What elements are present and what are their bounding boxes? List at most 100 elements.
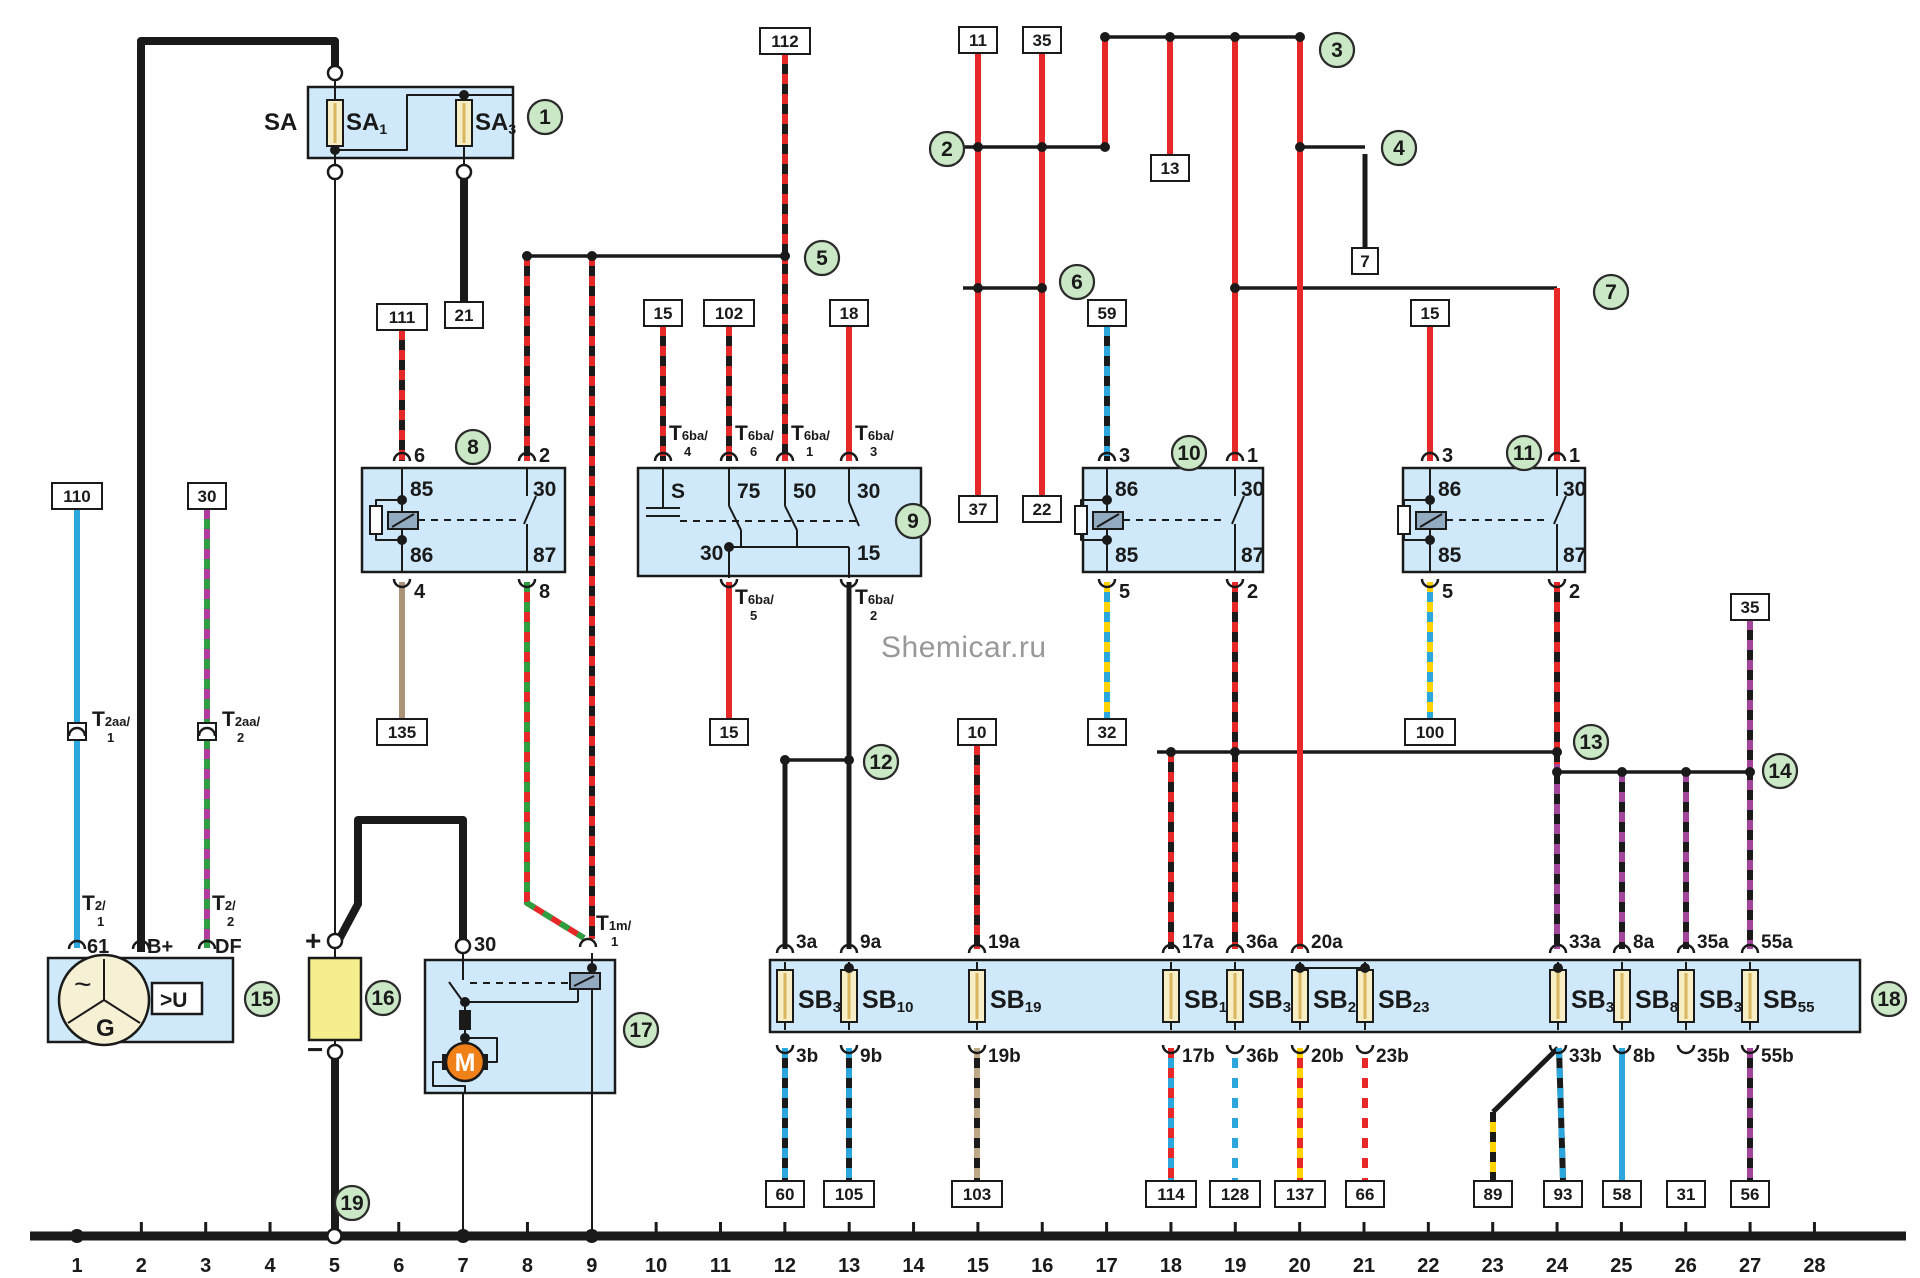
terminal-box-22: [1022, 495, 1062, 523]
callout-7: [1592, 273, 1630, 311]
sb-conn-label: 17a: [1182, 932, 1214, 953]
sb-conn-label: 35b: [1697, 1046, 1730, 1067]
relay-10-pin: 3: [1119, 445, 1130, 467]
terminal-box-label: 112: [771, 32, 798, 51]
relay-8-resistor: [369, 505, 383, 535]
pin-label: 30: [700, 542, 723, 565]
gen-spoke: [103, 999, 141, 1024]
inline-connector: [197, 722, 217, 741]
terminal-box-label: 35: [1033, 31, 1052, 50]
sb-conn-label: 9a: [860, 932, 882, 953]
callout-2: [928, 130, 966, 168]
sb-conn-label: 17b: [1182, 1046, 1215, 1067]
junction-node: [1230, 283, 1240, 293]
junction-node: [724, 542, 734, 552]
terminal-box-label: 11: [969, 31, 987, 50]
connector-arc: [653, 451, 673, 462]
ruler-number: 23: [1482, 1255, 1504, 1277]
terminal-box-30: [187, 482, 227, 510]
terminal-box-label: 103: [963, 1185, 991, 1204]
terminal-box-89: [1473, 1180, 1513, 1208]
callout-number: 19: [340, 1192, 363, 1215]
pin-label: 15: [857, 542, 881, 565]
callout-6: [1058, 263, 1096, 301]
ground-terminal: [326, 1227, 343, 1245]
junction-node: [587, 251, 597, 261]
terminal-circle: [326, 1043, 344, 1061]
pin-label: −: [307, 1034, 323, 1065]
terminal-box-18: [829, 299, 869, 327]
node: [1102, 535, 1112, 545]
sb-conn-label: 20b: [1311, 1046, 1344, 1067]
terminal-box-label: 15: [1421, 304, 1440, 323]
connector-arc: [1420, 578, 1440, 589]
relay-10-pin: 5: [1119, 581, 1130, 603]
terminal-box-37: [958, 495, 998, 523]
ruler-number: 7: [458, 1255, 469, 1277]
relay-11-coil-hatch: [1419, 513, 1443, 528]
junction-node: [1037, 142, 1047, 152]
terminal-box-13: [1150, 154, 1190, 182]
wire-thin: [432, 1061, 466, 1093]
ruler-number: 16: [1031, 1255, 1053, 1277]
sb-fuse-label: SB10: [862, 986, 913, 1016]
junction-node: [1360, 963, 1370, 973]
terminal-box-31: [1666, 1180, 1706, 1208]
sb-fuse-label: SB19: [990, 986, 1041, 1016]
connector-arc: [1097, 578, 1117, 589]
relay-11-inner: 87: [1563, 544, 1586, 567]
t-label: T2/: [212, 892, 236, 915]
relay-10-inner: 87: [1241, 544, 1264, 567]
starter-resistor: [459, 1010, 471, 1030]
ruler-number: 15: [967, 1255, 989, 1277]
gen-spoke: [67, 999, 105, 1024]
pin-label: 30: [474, 934, 496, 956]
relay-11-inner: 86: [1438, 478, 1461, 501]
relay-8-pin: 2: [539, 445, 550, 467]
node: [1102, 495, 1112, 505]
ruler-number: 3: [200, 1255, 211, 1277]
connector-arc: [1548, 943, 1568, 954]
junction-node: [1552, 767, 1562, 777]
terminal-box-label: 135: [388, 723, 416, 742]
callout-16: [364, 979, 402, 1017]
relay-10-inner: 85: [1115, 544, 1139, 567]
connector-arc: [1676, 943, 1696, 954]
connector-arc: [1225, 578, 1245, 589]
connector-arc: [775, 1044, 795, 1055]
junction-node: [1100, 32, 1110, 42]
junction-node: [1745, 767, 1755, 777]
connector-arc: [392, 578, 412, 589]
junction-node: [1295, 142, 1305, 152]
junction-node: [1037, 283, 1047, 293]
terminal-box-label: 35: [1741, 598, 1760, 617]
connector-arc: [1225, 451, 1245, 462]
connector-arc: [719, 451, 739, 462]
callout-number: 17: [629, 1019, 652, 1042]
terminal-box-label: 58: [1613, 1185, 1632, 1204]
t-label: T2/: [82, 892, 106, 915]
callout-number: 5: [816, 247, 828, 270]
connector-arc: [67, 939, 87, 950]
ruler-number: 12: [774, 1255, 796, 1277]
ruler-number: 24: [1546, 1255, 1569, 1277]
callout-number: 15: [250, 988, 274, 1011]
terminal-box-label: 137: [1286, 1185, 1314, 1204]
callout-number: 2: [941, 138, 953, 161]
connector-arc: [1547, 451, 1567, 462]
terminal-circle: [326, 163, 344, 181]
connector-arc: [1161, 1044, 1181, 1055]
pin-label: DF: [215, 936, 242, 958]
connector-arc: [839, 578, 859, 589]
callout-18: [1870, 980, 1908, 1018]
ruler-number: 8: [522, 1255, 533, 1277]
connector-arc: [1161, 943, 1181, 954]
relay-10-pin: 1: [1247, 445, 1258, 467]
sb-conn-label: 35a: [1697, 932, 1729, 953]
wire-thin: [728, 505, 742, 531]
t-label-pin: 1: [97, 914, 104, 929]
t-label: T6ba/: [791, 422, 830, 445]
terminal-box-103: [951, 1180, 1003, 1208]
ruler-number: 4: [264, 1255, 276, 1277]
junction-node: [780, 755, 790, 765]
